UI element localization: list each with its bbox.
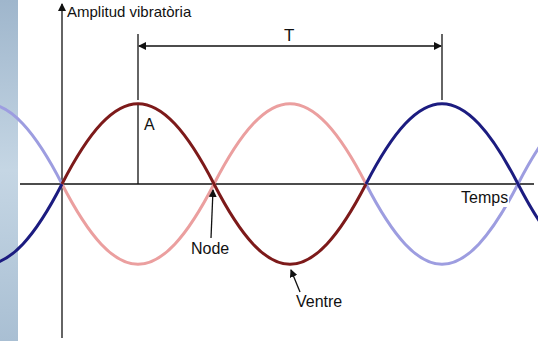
antinode-leader (291, 270, 300, 292)
period-tick (137, 34, 138, 100)
node-label: Node (190, 240, 230, 258)
period-tick (441, 34, 442, 100)
wave-light-blue (366, 104, 538, 265)
axis-label: Temps (460, 189, 509, 207)
amplitude-line (137, 105, 138, 184)
amplitude-label: A (143, 116, 156, 134)
axis-title: Amplitud vibratòria (66, 3, 192, 21)
wave-dark-blue (0, 184, 62, 264)
wave-light-blue (0, 104, 62, 184)
period-arrow (139, 45, 290, 46)
node-leader (211, 190, 213, 238)
period-label: T (283, 27, 295, 45)
y-axis (61, 4, 62, 338)
period-arrow (290, 45, 441, 46)
wave-dark-red (62, 104, 366, 265)
wave-light-red (62, 104, 366, 265)
white-panel (18, 0, 538, 341)
x-axis (20, 183, 534, 184)
wave-dark-blue (366, 104, 538, 265)
antinode-label: Ventre (295, 293, 343, 311)
